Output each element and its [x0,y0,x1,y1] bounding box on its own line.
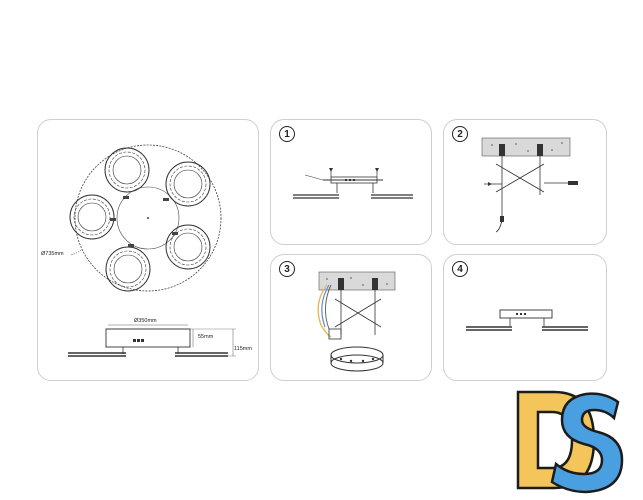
total-height-label: 115mm [234,346,252,352]
connectors [110,196,178,247]
outer-diameter-label: Ø735mm [41,251,64,257]
product-drawing [68,144,236,357]
step-number-badge: 2 [452,126,468,142]
step-3-drawing [317,271,396,372]
center-point [147,217,149,219]
base-height-label: 55mm [198,334,214,340]
step-number-badge: 4 [452,261,468,277]
step-number-badge: 3 [279,261,295,277]
step-number-badge: 1 [279,126,295,142]
ring-lamp [69,194,115,240]
ring-lamp [165,224,211,270]
step-2-drawing [481,137,578,233]
base-circle [116,186,180,250]
ring-lamp [105,246,151,292]
outer-circle [74,144,222,292]
step-3-panel: 3 [270,254,432,381]
side-elevation [68,324,236,357]
step-1-drawing [293,168,413,199]
logo-letter-s [550,392,624,494]
ring-lamp [165,161,211,207]
step-2-panel: 2 [443,119,607,245]
ceiling-block [481,137,571,157]
step-4-panel: 4 [443,254,607,381]
step-4-drawing [466,309,588,331]
ring-lamp [104,147,150,193]
product-overview-panel: Ø735mm Ø350mm 55mm 115mm [37,119,259,381]
step-1-panel: 1 [270,119,432,245]
base-diameter-label: Ø350mm [134,318,157,324]
brand-logo [516,390,624,494]
